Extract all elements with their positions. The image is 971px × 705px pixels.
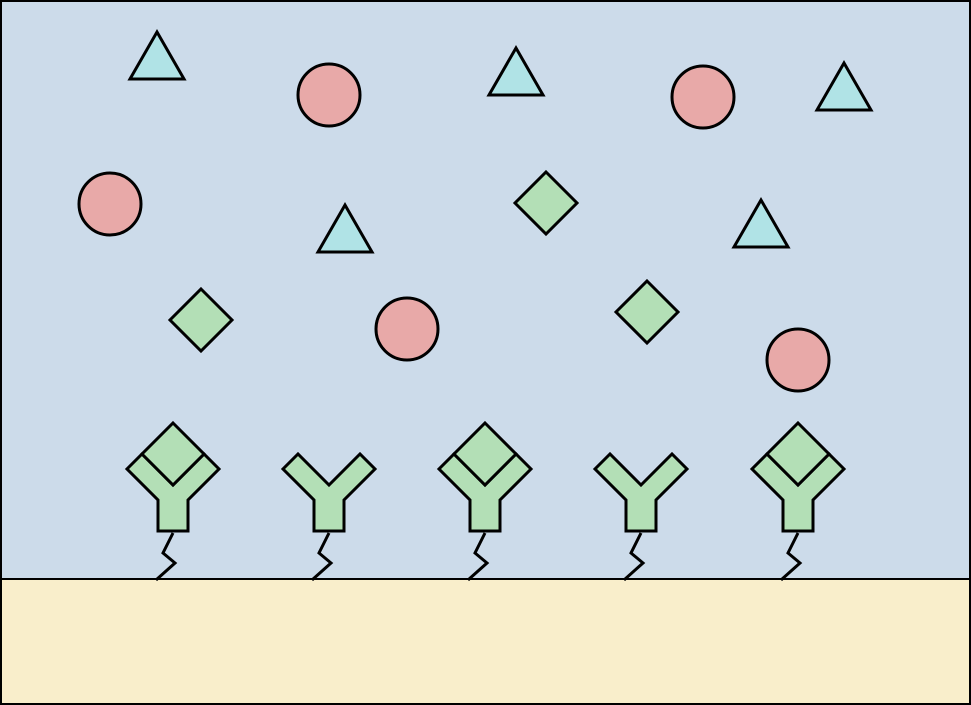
circle-molecule-icon <box>765 327 831 393</box>
diamond-antigen-icon <box>167 286 235 354</box>
y-antibody-icon <box>280 451 378 533</box>
bound-diamond-antigen-icon <box>764 420 832 488</box>
circle-molecule-icon <box>670 64 736 130</box>
triangle-molecule-icon <box>814 59 874 112</box>
antibody <box>436 420 534 582</box>
circle-molecule-icon <box>77 171 143 237</box>
linker-zigzag <box>154 532 178 582</box>
antibody <box>124 420 222 582</box>
linker-zigzag <box>466 532 490 582</box>
circle-molecule-icon <box>296 62 362 128</box>
solid-surface <box>0 578 971 705</box>
y-antibody-icon <box>592 451 690 533</box>
antibody <box>749 420 847 582</box>
antibody <box>592 451 690 582</box>
bound-diamond-antigen-icon <box>451 420 519 488</box>
free-molecules <box>77 28 874 393</box>
antibody <box>280 451 378 582</box>
bound-diamond-antigen-icon <box>139 420 207 488</box>
linker-zigzag <box>779 532 803 582</box>
triangle-molecule-icon <box>486 44 546 97</box>
triangle-molecule-icon <box>315 201 375 254</box>
diamond-antigen-icon <box>613 278 681 346</box>
circle-molecule-icon <box>374 296 440 362</box>
triangle-molecule-icon <box>127 28 187 81</box>
diamond-antigen-icon <box>512 169 580 237</box>
linker-zigzag <box>310 532 334 582</box>
antibody-row <box>124 420 847 582</box>
triangle-molecule-icon <box>731 196 791 249</box>
linker-zigzag <box>622 532 646 582</box>
